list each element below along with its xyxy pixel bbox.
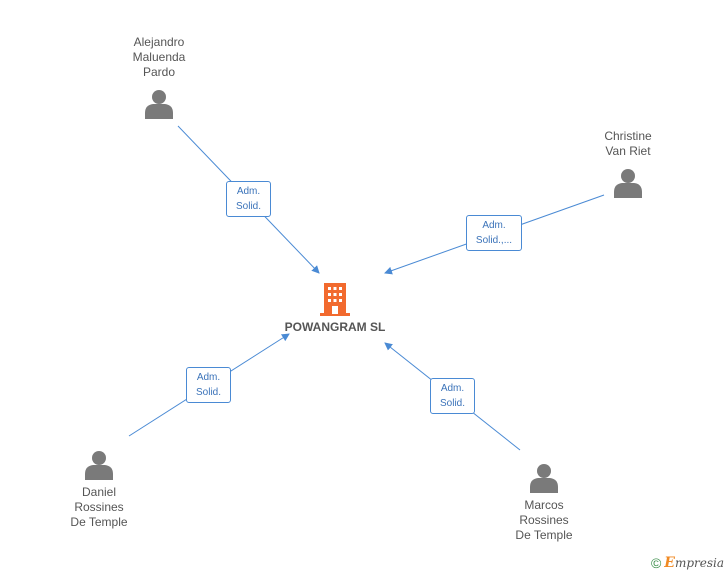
person-name[interactable]: Christine Van Riet [604,129,652,158]
person-icon [614,169,642,198]
copyright-icon: © [650,555,662,571]
person-node-christine[interactable]: Christine Van Riet [568,129,688,198]
role-badge-marcos[interactable]: Adm. Solid. [430,378,475,414]
person-node-alejandro[interactable]: Alejandro Maluenda Pardo [99,35,219,119]
person-name[interactable]: Alejandro Maluenda Pardo [132,35,186,79]
person-node-marcos[interactable]: Marcos Rossines De Temple [484,463,604,543]
company-node[interactable]: POWANGRAM SL [280,282,390,334]
role-badge-christine[interactable]: Adm. Solid.,... [466,215,522,251]
person-icon [85,451,113,480]
person-icon [530,464,558,493]
brand-footer[interactable]: © Empresia [651,555,724,571]
person-icon [145,90,173,119]
company-name[interactable]: POWANGRAM SL [284,320,386,334]
role-badge-daniel[interactable]: Adm. Solid. [186,367,231,403]
person-node-daniel[interactable]: Daniel Rossines De Temple [39,450,159,530]
brand-logo: Empresia [664,555,724,571]
person-name[interactable]: Marcos Rossines De Temple [515,498,573,542]
building-icon [320,283,350,316]
role-badge-alejandro[interactable]: Adm. Solid. [226,181,271,217]
person-name[interactable]: Daniel Rossines De Temple [70,485,128,529]
